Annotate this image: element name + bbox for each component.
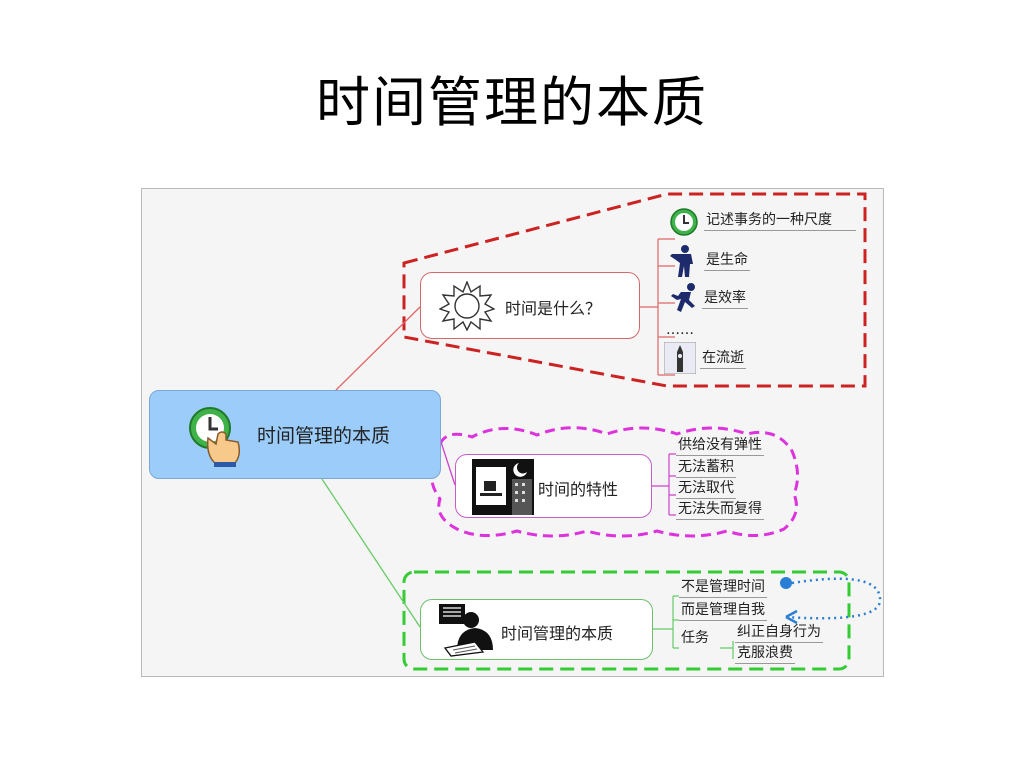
sun-icon — [438, 280, 496, 332]
leaf-not-manage-time[interactable]: 不是管理时间 — [679, 578, 767, 598]
leaf-efficiency[interactable]: 是效率 — [702, 289, 748, 309]
slide-title: 时间管理的本质 — [316, 71, 708, 134]
branch1-frame — [402, 192, 867, 388]
clock-icon — [667, 207, 701, 237]
branch2-frame — [430, 426, 799, 538]
branch-what-is-time[interactable]: 时间是什么？ — [420, 272, 640, 339]
tower-icon — [663, 341, 697, 375]
leaf-life[interactable]: 是生命 — [704, 251, 750, 271]
branch-what-is-time-label: 时间是什么？ — [505, 299, 602, 318]
branch-time-traits-label: 时间的特性 — [538, 480, 619, 499]
leaf-correct-behavior[interactable]: 纠正自身行为 — [735, 623, 823, 643]
link-start-dot — [780, 577, 792, 589]
branch-essence[interactable]: 时间管理的本质 — [420, 599, 653, 660]
pointing-man-icon — [667, 244, 701, 278]
leaf-overcome-waste[interactable]: 克服浪费 — [735, 644, 795, 664]
branch-time-traits[interactable]: 时间的特性 — [455, 454, 652, 518]
central-topic[interactable]: 时间管理的本质 — [149, 390, 441, 479]
central-topic-label: 时间管理的本质 — [257, 425, 391, 447]
leaf-passing[interactable]: 在流逝 — [700, 349, 746, 369]
leaf-ellipsis[interactable]: …… — [666, 322, 694, 338]
thinking-person-icon — [435, 602, 497, 658]
mindmap: 时间管理的本质 时间是什么？ 记述事务的一种尺度 是生命 是效率 — [141, 188, 884, 677]
leaf-irreplaceable[interactable]: 无法取代 — [676, 479, 736, 499]
leaf-unrecoverable[interactable]: 无法失而复得 — [676, 500, 764, 520]
leaf-measure[interactable]: 记述事务的一种尺度 — [704, 211, 856, 231]
leaf-manage-self[interactable]: 而是管理自我 — [679, 601, 767, 621]
running-man-icon — [669, 282, 701, 314]
branch-essence-label: 时间管理的本质 — [501, 624, 614, 643]
leaf-cannot-store[interactable]: 无法蓄积 — [676, 458, 736, 478]
branch3-frame — [402, 570, 851, 671]
night-office-icon — [472, 459, 534, 515]
leaf-task[interactable]: 任务 — [681, 630, 709, 646]
mindmap-connectors — [321, 192, 882, 671]
clock-hand-icon — [186, 404, 246, 468]
leaf-inelastic-supply[interactable]: 供给没有弹性 — [676, 436, 764, 456]
